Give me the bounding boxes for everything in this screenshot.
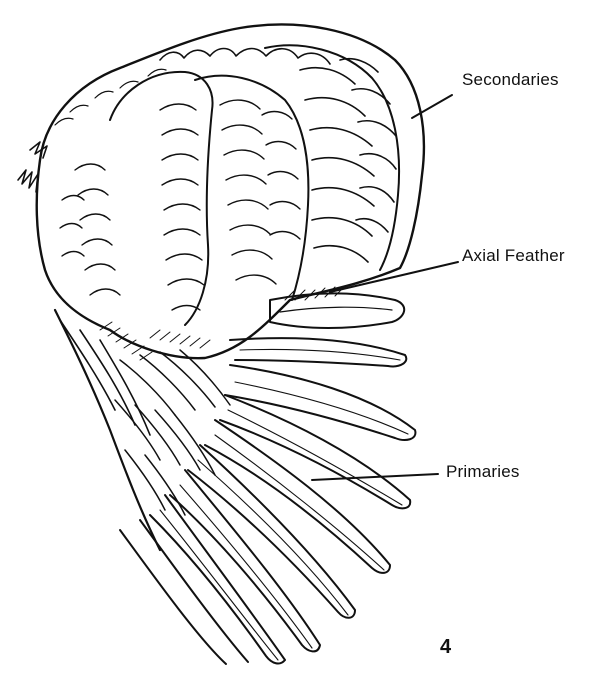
figure-number: 4 [440, 636, 451, 659]
primary-feathers [55, 310, 415, 664]
primaries-label: Primaries [446, 462, 520, 482]
axial-feather [270, 286, 404, 328]
axial-feather-label: Axial Feather [462, 246, 565, 266]
secondaries-label: Secondaries [462, 70, 559, 90]
primaries-leader-line [312, 474, 438, 480]
wing-coverts [18, 25, 424, 359]
axial-feather-leader-line [330, 262, 458, 292]
